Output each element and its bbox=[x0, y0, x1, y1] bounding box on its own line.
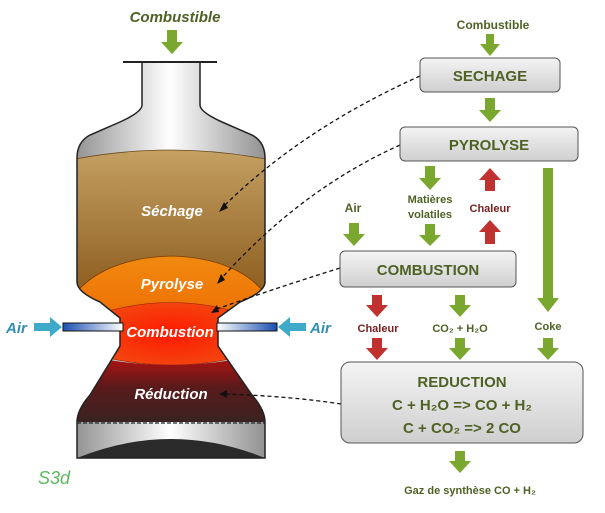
green-arrow-icon bbox=[449, 451, 471, 473]
green-arrow-icon bbox=[480, 34, 500, 56]
green-arrow-icon bbox=[537, 338, 559, 360]
flow-input-label: Combustible bbox=[457, 18, 530, 32]
volatiles-label-line1: Matières bbox=[408, 194, 453, 206]
air-label-left: Air bbox=[5, 320, 28, 337]
combustion-products-label: CO₂ + H₂O bbox=[432, 323, 488, 335]
air-flow-label: Air bbox=[345, 201, 362, 215]
green-arrow-icon bbox=[449, 295, 471, 317]
reactor-input-label: Combustible bbox=[130, 9, 221, 26]
pointer-arrows bbox=[213, 75, 421, 405]
coke-arrow-icon bbox=[537, 168, 559, 312]
red-arrow-up-icon bbox=[479, 220, 501, 244]
air-pipe-left bbox=[62, 322, 124, 332]
green-arrow-icon bbox=[343, 223, 365, 246]
green-arrow-icon bbox=[419, 166, 441, 190]
combustion-box-label: COMBUSTION bbox=[377, 262, 480, 279]
reduction-zone bbox=[77, 352, 265, 422]
volatiles-label-line2: volatiles bbox=[408, 209, 452, 221]
heat-up-label: Chaleur bbox=[470, 203, 512, 215]
zone-label-drying: Séchage bbox=[141, 203, 203, 220]
air-pipe-right bbox=[216, 322, 278, 332]
drying-zone bbox=[77, 149, 265, 301]
coke-label: Coke bbox=[535, 321, 562, 333]
red-arrow-icon bbox=[366, 295, 388, 317]
zone-label-pyrolysis: Pyrolyse bbox=[141, 276, 204, 293]
red-arrow-icon bbox=[366, 338, 388, 360]
combustion-box: COMBUSTION bbox=[339, 250, 517, 288]
pointer-pyrolysis bbox=[219, 144, 401, 281]
red-arrow-up-icon bbox=[479, 168, 501, 191]
reduction-box: REDUCTION C + H₂O => CO + H₂ C + CO₂ => … bbox=[340, 361, 584, 444]
air-arrow-left-icon bbox=[34, 317, 62, 337]
pyrolysis-box-label: PYROLYSE bbox=[449, 137, 529, 154]
green-arrow-icon bbox=[479, 98, 501, 122]
reduction-reaction-2: C + CO₂ => 2 CO bbox=[403, 420, 521, 437]
syngas-output-label: Gaz de synthèse CO + H₂ bbox=[404, 485, 536, 497]
green-arrow-icon bbox=[449, 338, 471, 360]
process-flow: Combustible SECHAGE PYROLYSE Matières vo… bbox=[339, 18, 584, 497]
green-arrow-icon bbox=[161, 30, 183, 54]
heat-down-label: Chaleur bbox=[358, 323, 400, 335]
pyrolysis-box: PYROLYSE bbox=[399, 126, 579, 162]
zone-label-combustion: Combustion bbox=[126, 324, 214, 341]
s3d-logo: S3d bbox=[38, 468, 71, 488]
pointer-drying bbox=[221, 75, 421, 209]
pointer-combustion bbox=[213, 267, 341, 311]
drying-box: SECHAGE bbox=[419, 57, 561, 93]
zone-label-reduction: Réduction bbox=[134, 386, 207, 403]
air-label-right: Air bbox=[309, 320, 332, 337]
reduction-reaction-1: C + H₂O => CO + H₂ bbox=[392, 397, 532, 414]
drying-box-label: SECHAGE bbox=[453, 68, 527, 85]
air-arrow-right-icon bbox=[278, 317, 306, 337]
reduction-box-title: REDUCTION bbox=[417, 374, 506, 391]
green-arrow-icon bbox=[419, 224, 441, 246]
pointer-reduction bbox=[221, 393, 342, 405]
reactor: Combustible Séchage Pyrolyse Combustion … bbox=[5, 9, 332, 488]
